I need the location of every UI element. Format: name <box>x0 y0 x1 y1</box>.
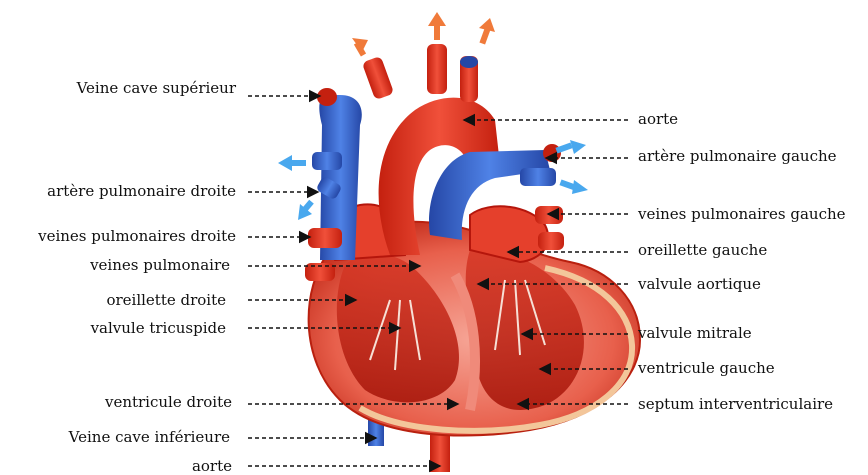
left-pulmonary-artery <box>520 168 556 186</box>
label-veines-pulmonaires-droite: veines pulmonaires droite <box>38 227 236 245</box>
left-pulmonary-vein-2 <box>538 232 564 250</box>
label-ventricule-gauche: ventricule gauche <box>638 359 775 377</box>
right-pulmonary-vein-1 <box>308 228 342 248</box>
label-valvule-aortique: valvule aortique <box>638 275 761 293</box>
label-veines-pulmonaire: veines pulmonaire <box>90 256 230 274</box>
svc-opening <box>317 88 337 106</box>
label-aorte-bas: aorte <box>192 457 232 475</box>
label-aorte: aorte <box>638 110 678 128</box>
aorta-branch-1 <box>362 56 394 100</box>
label-oreillette-droite: oreillette droite <box>106 291 226 309</box>
left-pulmonary-vein-1 <box>535 206 563 224</box>
label-oreillette-gauche: oreillette gauche <box>638 241 767 259</box>
label-valvule-mitrale: valvule mitrale <box>638 324 752 342</box>
label-veine-cave-superieur: Veine cave supérieur <box>77 79 236 97</box>
label-artere-pulmonaire-droite: artère pulmonaire droite <box>47 182 236 200</box>
aorta-branch-2 <box>427 44 447 94</box>
right-pulmonary-artery <box>312 152 342 170</box>
label-artere-pulmonaire-gauche: artère pulmonaire gauche <box>638 147 837 165</box>
label-ventricule-droite: ventricule droite <box>105 393 232 411</box>
label-veine-cave-inferieure: Veine cave inférieure <box>69 428 230 446</box>
label-septum-interventriculaire: septum interventriculaire <box>638 395 833 413</box>
aorta-branch-3-opening <box>460 56 478 68</box>
flow-arrows-orange <box>352 12 495 57</box>
label-valvule-tricuspide: valvule tricuspide <box>91 319 226 337</box>
label-veines-pulmonaires-gauche: veines pulmonaires gauche <box>638 205 846 223</box>
